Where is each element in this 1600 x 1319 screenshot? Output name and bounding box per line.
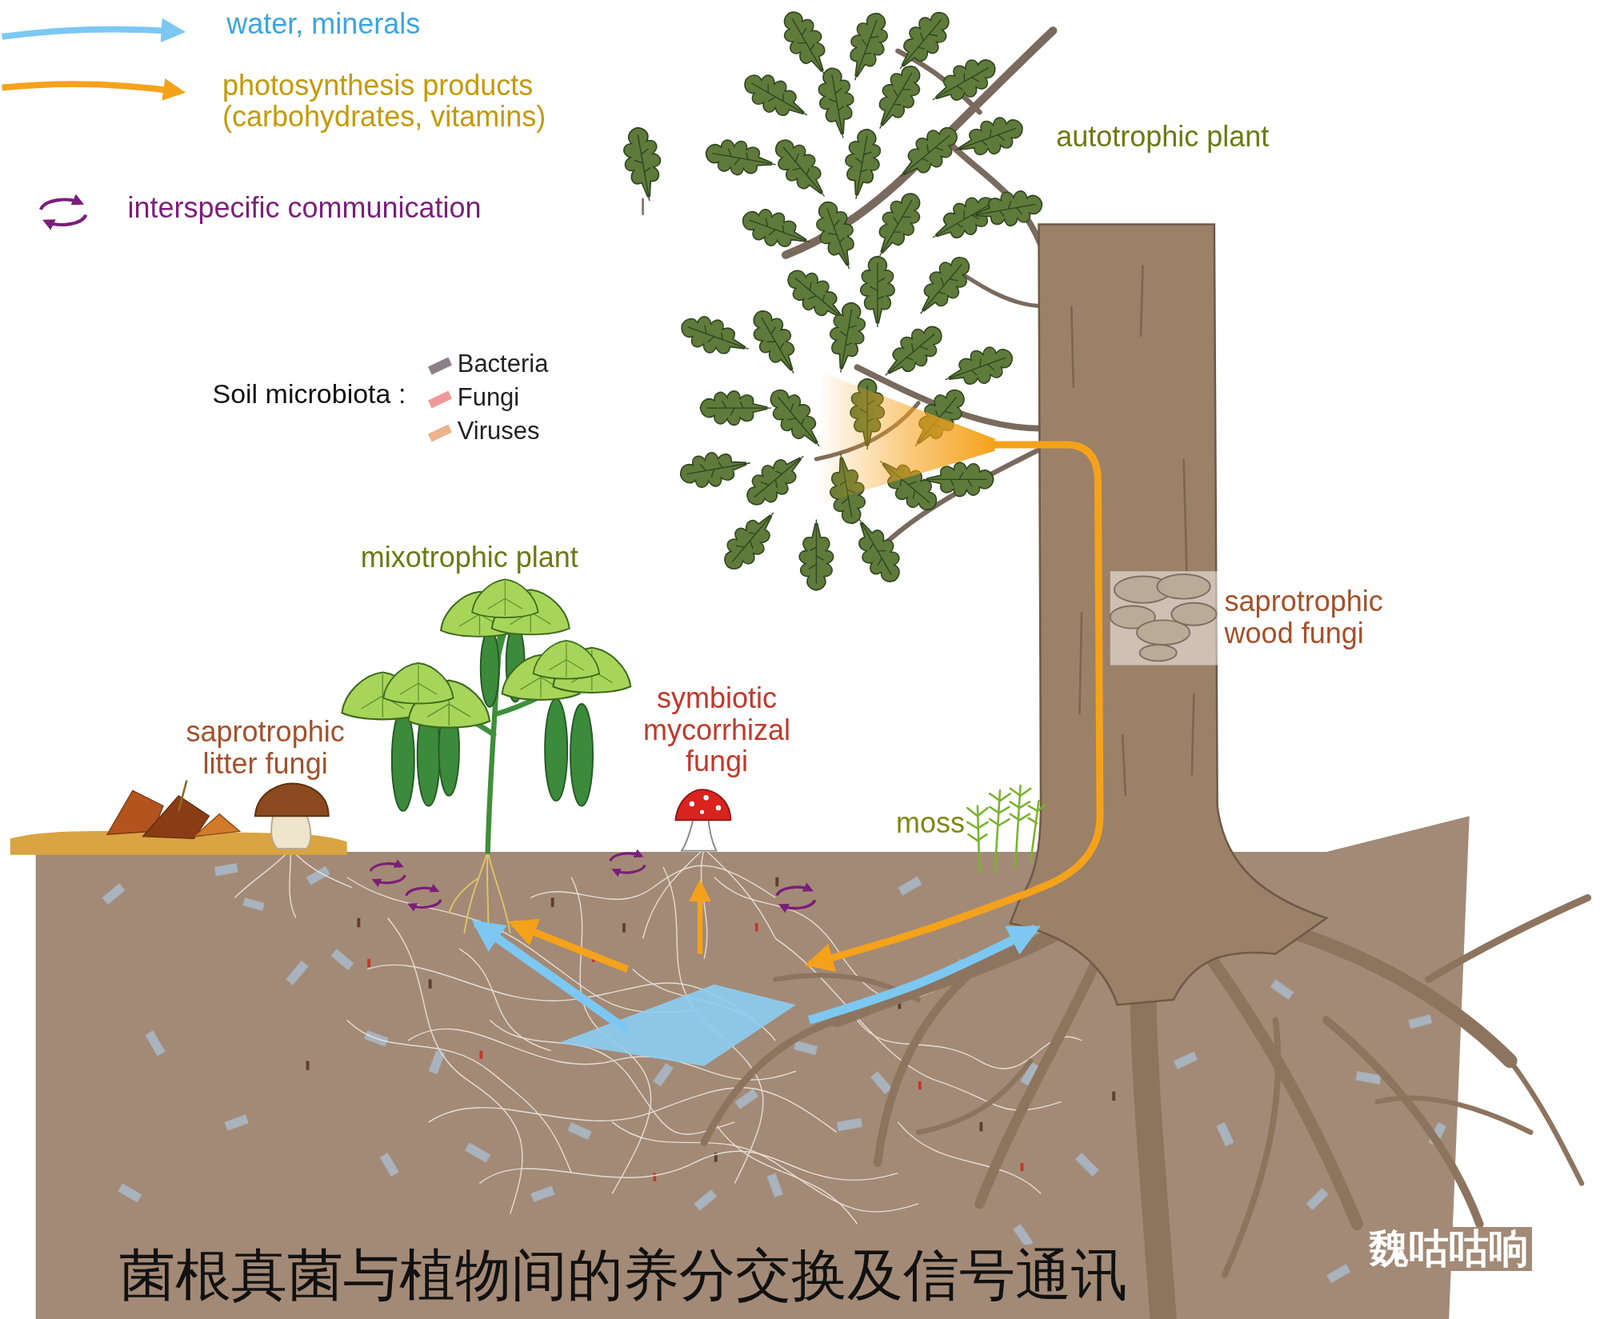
legend-swatch	[428, 424, 452, 442]
litter-fungi-region: saprotrophic litter fungi	[173, 714, 361, 852]
caption: 菌根真菌与植物间的养分交换及信号通讯	[114, 1244, 1132, 1307]
water-flow-arrow	[808, 928, 1036, 1021]
watermark: 魏咕咕响	[1365, 1227, 1532, 1272]
node-label: mixotrophic plant	[336, 541, 603, 574]
mycorrhizal-fungi-region: symbiotic mycorrhizal fungi	[627, 678, 809, 1061]
legend-viruses: Viruses	[428, 417, 601, 445]
legend-photosynthesis: photosynthesis products (carbohydrates, …	[222, 69, 661, 133]
node-label: symbiotic mycorrhizal fungi	[627, 682, 806, 778]
node-label: moss	[896, 807, 1019, 840]
legend-swatch	[428, 390, 452, 408]
legend-label: water, minerals	[226, 8, 533, 40]
node-label: saprotrophic litter fungi	[173, 716, 358, 780]
water-flow-arrow	[476, 923, 628, 1031]
moss-region: moss	[888, 800, 1032, 872]
wood-fungi-region: saprotrophic wood fungi	[1107, 571, 1399, 665]
legend-fungi: Fungi	[428, 384, 601, 412]
carbohydrate-flow-arrow	[808, 890, 1036, 965]
node-label: autotrophic plant	[1056, 120, 1464, 153]
legend-label: interspecific communication	[127, 192, 556, 224]
node-label: saprotrophic wood fungi	[1224, 585, 1393, 649]
tree-region: autotrophic plant saprotrophic wood fungi	[1036, 112, 1592, 1316]
legend-label: Bacteria	[457, 350, 601, 378]
mixotrophic-plant-region: mixotrophic plant	[336, 536, 606, 924]
legend-label: Viruses	[457, 417, 601, 445]
microbiota-heading: Soil microbiota :	[208, 379, 409, 409]
legend-water: water, minerals	[226, 8, 533, 40]
legend-communication: interspecific communication	[127, 192, 556, 224]
legend-bacteria: Bacteria	[428, 350, 601, 378]
legend-label: Fungi	[457, 384, 601, 412]
legend-label: photosynthesis products (carbohydrates, …	[222, 69, 661, 133]
legend-swatch	[428, 356, 452, 375]
